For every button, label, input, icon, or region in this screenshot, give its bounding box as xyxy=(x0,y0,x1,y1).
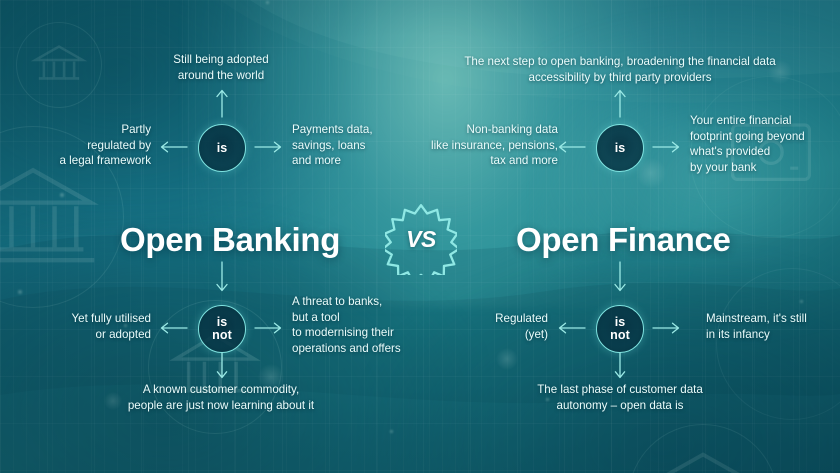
open-finance-isnot-bottom-label: The last phase of customer data autonomy… xyxy=(537,383,703,412)
open-banking-isnot-left-label: Yet fully utilised or adopted xyxy=(71,312,152,341)
arrow-left-open-finance-is xyxy=(558,140,586,154)
bokeh-3 xyxy=(496,348,518,370)
arrow-right-open-banking-isnot xyxy=(254,321,282,335)
dot-7 xyxy=(18,290,22,294)
open-finance-is-right-label: Your entire financial footprint going be… xyxy=(690,114,805,174)
arrow-down-open-finance-bottom xyxy=(612,352,628,380)
bank-building-small-icon xyxy=(30,45,88,80)
starburst-icon xyxy=(385,204,457,275)
open-finance-title: Open Finance xyxy=(516,221,731,258)
node-label-line1: is xyxy=(614,315,626,330)
open-banking-title: Open Banking xyxy=(120,221,341,258)
document-icon xyxy=(731,123,811,181)
vs-badge: VS xyxy=(385,203,457,275)
open-finance-isnot-right-label: Mainstream, it's still in its infancy xyxy=(706,312,807,341)
arrow-down-open-finance-isnot xyxy=(612,261,628,293)
node-label-line2: not xyxy=(610,328,630,342)
open-banking-is-left-label: Partly regulated by a legal framework xyxy=(59,123,152,168)
node-label-line1: is xyxy=(216,140,228,155)
dot-2 xyxy=(124,324,127,327)
arrow-down-open-banking-bottom xyxy=(214,352,230,380)
watermark-circle-topright xyxy=(690,76,840,238)
open-finance-is-left-label: Non-banking data like insurance, pension… xyxy=(431,123,558,168)
dot-4 xyxy=(546,398,549,401)
dot-5 xyxy=(676,66,679,69)
arrow-up-open-finance-is xyxy=(612,88,628,118)
dot-8 xyxy=(390,430,393,433)
node-label-line1: is xyxy=(216,315,228,330)
arrow-left-open-banking-isnot xyxy=(160,321,188,335)
open-banking-is-top-label: Still being adopted around the world xyxy=(173,53,269,82)
open-banking-is-node[interactable]: is xyxy=(198,124,246,172)
open-finance-is-top-label: The next step to open banking, broadenin… xyxy=(464,55,776,84)
dot-1 xyxy=(60,193,64,197)
arrow-down-open-banking-isnot xyxy=(214,261,230,293)
arrow-left-open-finance-isnot xyxy=(558,321,586,335)
open-finance-is-node[interactable]: is xyxy=(596,124,644,172)
bokeh-5 xyxy=(768,60,792,84)
watermark-circle-topleft xyxy=(16,22,102,108)
bokeh-2 xyxy=(258,364,284,390)
arrow-right-open-finance-isnot xyxy=(652,321,680,335)
open-banking-isnot-node[interactable]: is not xyxy=(198,305,246,353)
arrow-up-open-banking-is xyxy=(214,88,230,118)
vs-label: VS xyxy=(406,225,436,252)
arrow-right-open-finance-is xyxy=(652,140,680,154)
bokeh-1 xyxy=(636,158,666,188)
arrow-right-open-banking-is xyxy=(254,140,282,154)
open-finance-isnot-node[interactable]: is not xyxy=(596,305,644,353)
bank-building-icon xyxy=(0,167,99,263)
arrow-left-open-banking-is xyxy=(160,140,188,154)
node-label-line1: is xyxy=(614,140,626,155)
dot-6 xyxy=(800,300,803,303)
dot-3 xyxy=(266,1,269,4)
open-finance-isnot-left-label: Regulated (yet) xyxy=(495,312,548,341)
node-label-line2: not xyxy=(212,328,232,342)
open-banking-isnot-right-label: A threat to banks, but a tool to moderni… xyxy=(292,295,401,355)
bokeh-4 xyxy=(104,392,122,410)
bank-building-icon-3 xyxy=(666,452,740,473)
open-banking-isnot-bottom-label: A known customer commodity, people are j… xyxy=(127,383,315,412)
open-banking-is-right-label: Payments data, savings, loans and more xyxy=(292,123,373,168)
